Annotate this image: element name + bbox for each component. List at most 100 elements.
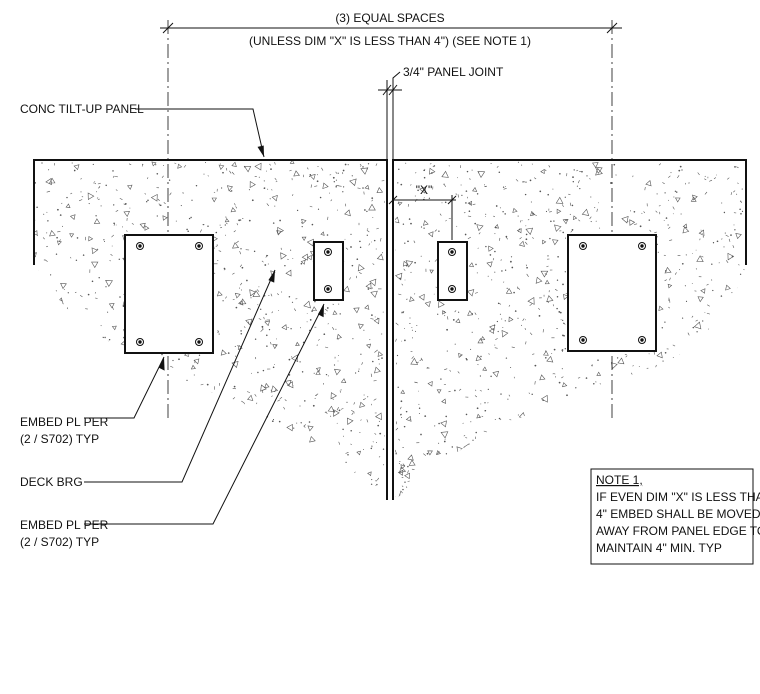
concrete-speckle-mark	[480, 355, 482, 358]
concrete-speckle-mark	[404, 242, 406, 244]
concrete-speckle-mark	[58, 456, 61, 459]
concrete-speckle-mark	[366, 229, 370, 233]
concrete-speckle-mark	[395, 338, 397, 342]
concrete-speckle-mark	[80, 374, 83, 376]
concrete-speckle-mark	[239, 250, 242, 255]
concrete-speckle-mark	[238, 219, 241, 222]
note-line-4: MAINTAIN 4" MIN. TYP	[596, 541, 722, 555]
concrete-speckle-mark	[91, 393, 96, 398]
concrete-speckle-mark	[741, 294, 744, 297]
concrete-speckle-mark	[301, 236, 307, 242]
concrete-speckle-mark	[529, 332, 533, 336]
concrete-speckle-mark	[378, 358, 380, 361]
concrete-speckle-mark	[56, 297, 64, 305]
concrete-speckle-mark	[559, 428, 562, 430]
concrete-speckle-mark	[194, 491, 196, 493]
concrete-speckle-mark	[47, 220, 49, 222]
concrete-speckle-mark	[571, 404, 574, 406]
concrete-speckle-mark	[141, 452, 144, 455]
concrete-speckle-mark	[111, 234, 115, 238]
concrete-speckle-mark	[132, 393, 134, 397]
concrete-speckle-mark	[142, 476, 144, 478]
concrete-speckle-mark	[511, 346, 515, 348]
concrete-speckle-mark	[207, 175, 209, 177]
concrete-speckle-mark	[49, 463, 51, 465]
concrete-speckle-mark	[398, 490, 406, 497]
concrete-speckle-mark	[407, 480, 410, 482]
concrete-speckle-mark	[102, 477, 110, 485]
concrete-speckle-mark	[423, 169, 425, 172]
concrete-speckle-mark	[272, 419, 275, 421]
concrete-speckle-mark	[667, 283, 673, 289]
concrete-speckle-mark	[621, 216, 629, 224]
concrete-speckle-mark	[516, 496, 518, 499]
concrete-speckle-mark	[122, 305, 125, 307]
concrete-speckle-mark	[474, 312, 477, 315]
concrete-speckle-mark	[284, 431, 286, 433]
concrete-speckle-mark	[410, 222, 412, 225]
concrete-speckle-mark	[629, 219, 636, 226]
concrete-speckle-mark	[720, 295, 723, 297]
concrete-speckle-mark	[394, 200, 395, 201]
concrete-speckle-mark	[609, 454, 615, 461]
concrete-speckle-mark	[441, 202, 443, 204]
concrete-speckle-mark	[691, 315, 694, 318]
concrete-speckle-mark	[420, 255, 422, 257]
concrete-speckle-mark	[112, 170, 114, 172]
concrete-speckle-mark	[576, 169, 579, 172]
concrete-speckle-mark	[682, 447, 685, 449]
concrete-speckle-mark	[264, 320, 271, 327]
concrete-speckle-mark	[213, 496, 215, 498]
concrete-speckle-mark	[135, 467, 141, 474]
concrete-speckle-mark	[246, 279, 248, 282]
concrete-speckle-mark	[556, 328, 558, 330]
concrete-speckle-mark	[555, 196, 564, 204]
concrete-speckle-mark	[532, 212, 534, 215]
concrete-speckle-mark	[186, 379, 188, 382]
concrete-speckle-mark	[557, 255, 559, 258]
concrete-speckle-mark	[517, 161, 519, 163]
concrete-speckle-mark	[399, 460, 401, 463]
concrete-speckle-mark	[300, 460, 305, 466]
concrete-speckle-mark	[190, 216, 192, 219]
concrete-speckle-mark	[563, 293, 569, 300]
concrete-speckle-mark	[247, 307, 251, 310]
concrete-speckle-mark	[342, 172, 344, 175]
concrete-speckle-mark	[206, 383, 209, 386]
concrete-speckle-mark	[526, 267, 528, 269]
concrete-speckle-mark	[631, 400, 634, 404]
concrete-speckle-mark	[553, 478, 561, 486]
concrete-speckle-mark	[470, 421, 472, 423]
concrete-speckle-mark	[299, 405, 301, 407]
concrete-speckle-mark	[68, 450, 71, 453]
concrete-speckle-mark	[733, 224, 735, 226]
concrete-speckle-mark	[293, 427, 295, 429]
concrete-speckle-mark	[375, 485, 377, 486]
concrete-speckle-mark	[201, 411, 203, 414]
concrete-speckle-mark	[451, 473, 453, 475]
concrete-speckle-mark	[668, 199, 669, 201]
concrete-speckle-mark	[225, 222, 228, 225]
concrete-speckle-mark	[682, 226, 690, 234]
concrete-speckle-mark	[562, 319, 564, 322]
concrete-speckle-mark	[441, 398, 447, 404]
concrete-speckle-mark	[272, 344, 278, 350]
concrete-speckle-mark	[564, 491, 566, 494]
concrete-speckle-mark	[280, 252, 287, 260]
concrete-speckle-mark	[75, 259, 78, 262]
concrete-speckle-mark	[595, 220, 597, 222]
concrete-speckle-mark	[266, 426, 268, 429]
concrete-speckle-mark	[619, 462, 621, 465]
concrete-speckle-mark	[564, 348, 566, 350]
concrete-speckle-mark	[658, 421, 660, 423]
concrete-speckle-mark	[415, 171, 417, 174]
concrete-speckle-mark	[484, 402, 486, 404]
concrete-speckle-mark	[494, 233, 496, 235]
concrete-speckle-mark	[514, 310, 517, 312]
concrete-speckle-mark	[139, 462, 147, 471]
concrete-speckle-mark	[321, 167, 324, 171]
concrete-speckle-mark	[299, 361, 301, 363]
concrete-speckle-mark	[538, 315, 541, 317]
tilt-up-panel-callout: CONC TILT-UP PANEL	[20, 102, 144, 116]
concrete-speckle-mark	[485, 213, 487, 215]
